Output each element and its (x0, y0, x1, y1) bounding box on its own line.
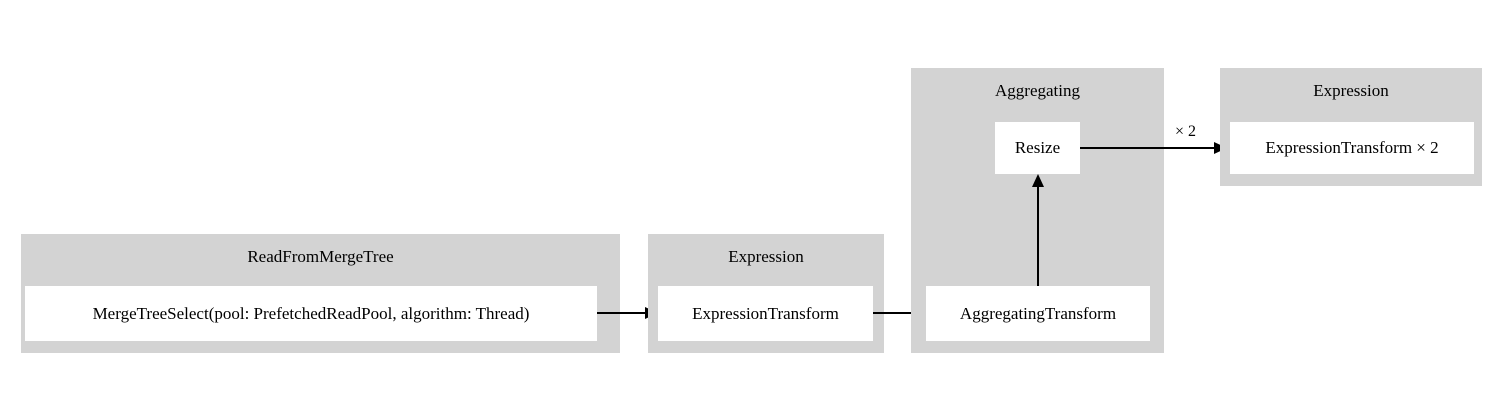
cluster-label-expression-right: Expression (1313, 81, 1389, 100)
node-aggregating-transform[interactable]: AggregatingTransform (926, 286, 1150, 341)
cluster-label-read-from-merge-tree: ReadFromMergeTree (247, 247, 394, 266)
node-label-expression-transform-x2: ExpressionTransform × 2 (1265, 138, 1439, 157)
node-label-expression-transform: ExpressionTransform (692, 303, 839, 323)
node-resize[interactable]: Resize (995, 122, 1080, 174)
cluster-label-aggregating: Aggregating (995, 81, 1080, 100)
edge-expression-to-aggregating-line (873, 312, 914, 314)
edge-label-resize-to-expression-x2: × 2 (1175, 123, 1197, 140)
node-label-resize: Resize (1014, 138, 1061, 157)
node-label-merge-tree-select: MergeTreeSelect(pool: PrefetchedReadPool… (92, 303, 530, 323)
node-expression-transform[interactable]: ExpressionTransform (658, 286, 873, 341)
edge-aggregating-to-resize-arrowhead (1032, 174, 1044, 187)
edge-select-to-expression-line (597, 312, 647, 314)
node-label-aggregating-transform: AggregatingTransform (959, 303, 1117, 323)
node-expression-transform-x2[interactable]: ExpressionTransform × 2 (1230, 122, 1474, 174)
cluster-label-expression-mid: Expression (728, 247, 804, 266)
node-merge-tree-select[interactable]: MergeTreeSelect(pool: PrefetchedReadPool… (25, 286, 597, 341)
edge-resize-to-expression-x2-line (1080, 147, 1216, 149)
edge-aggregating-to-resize-line (1037, 186, 1039, 286)
